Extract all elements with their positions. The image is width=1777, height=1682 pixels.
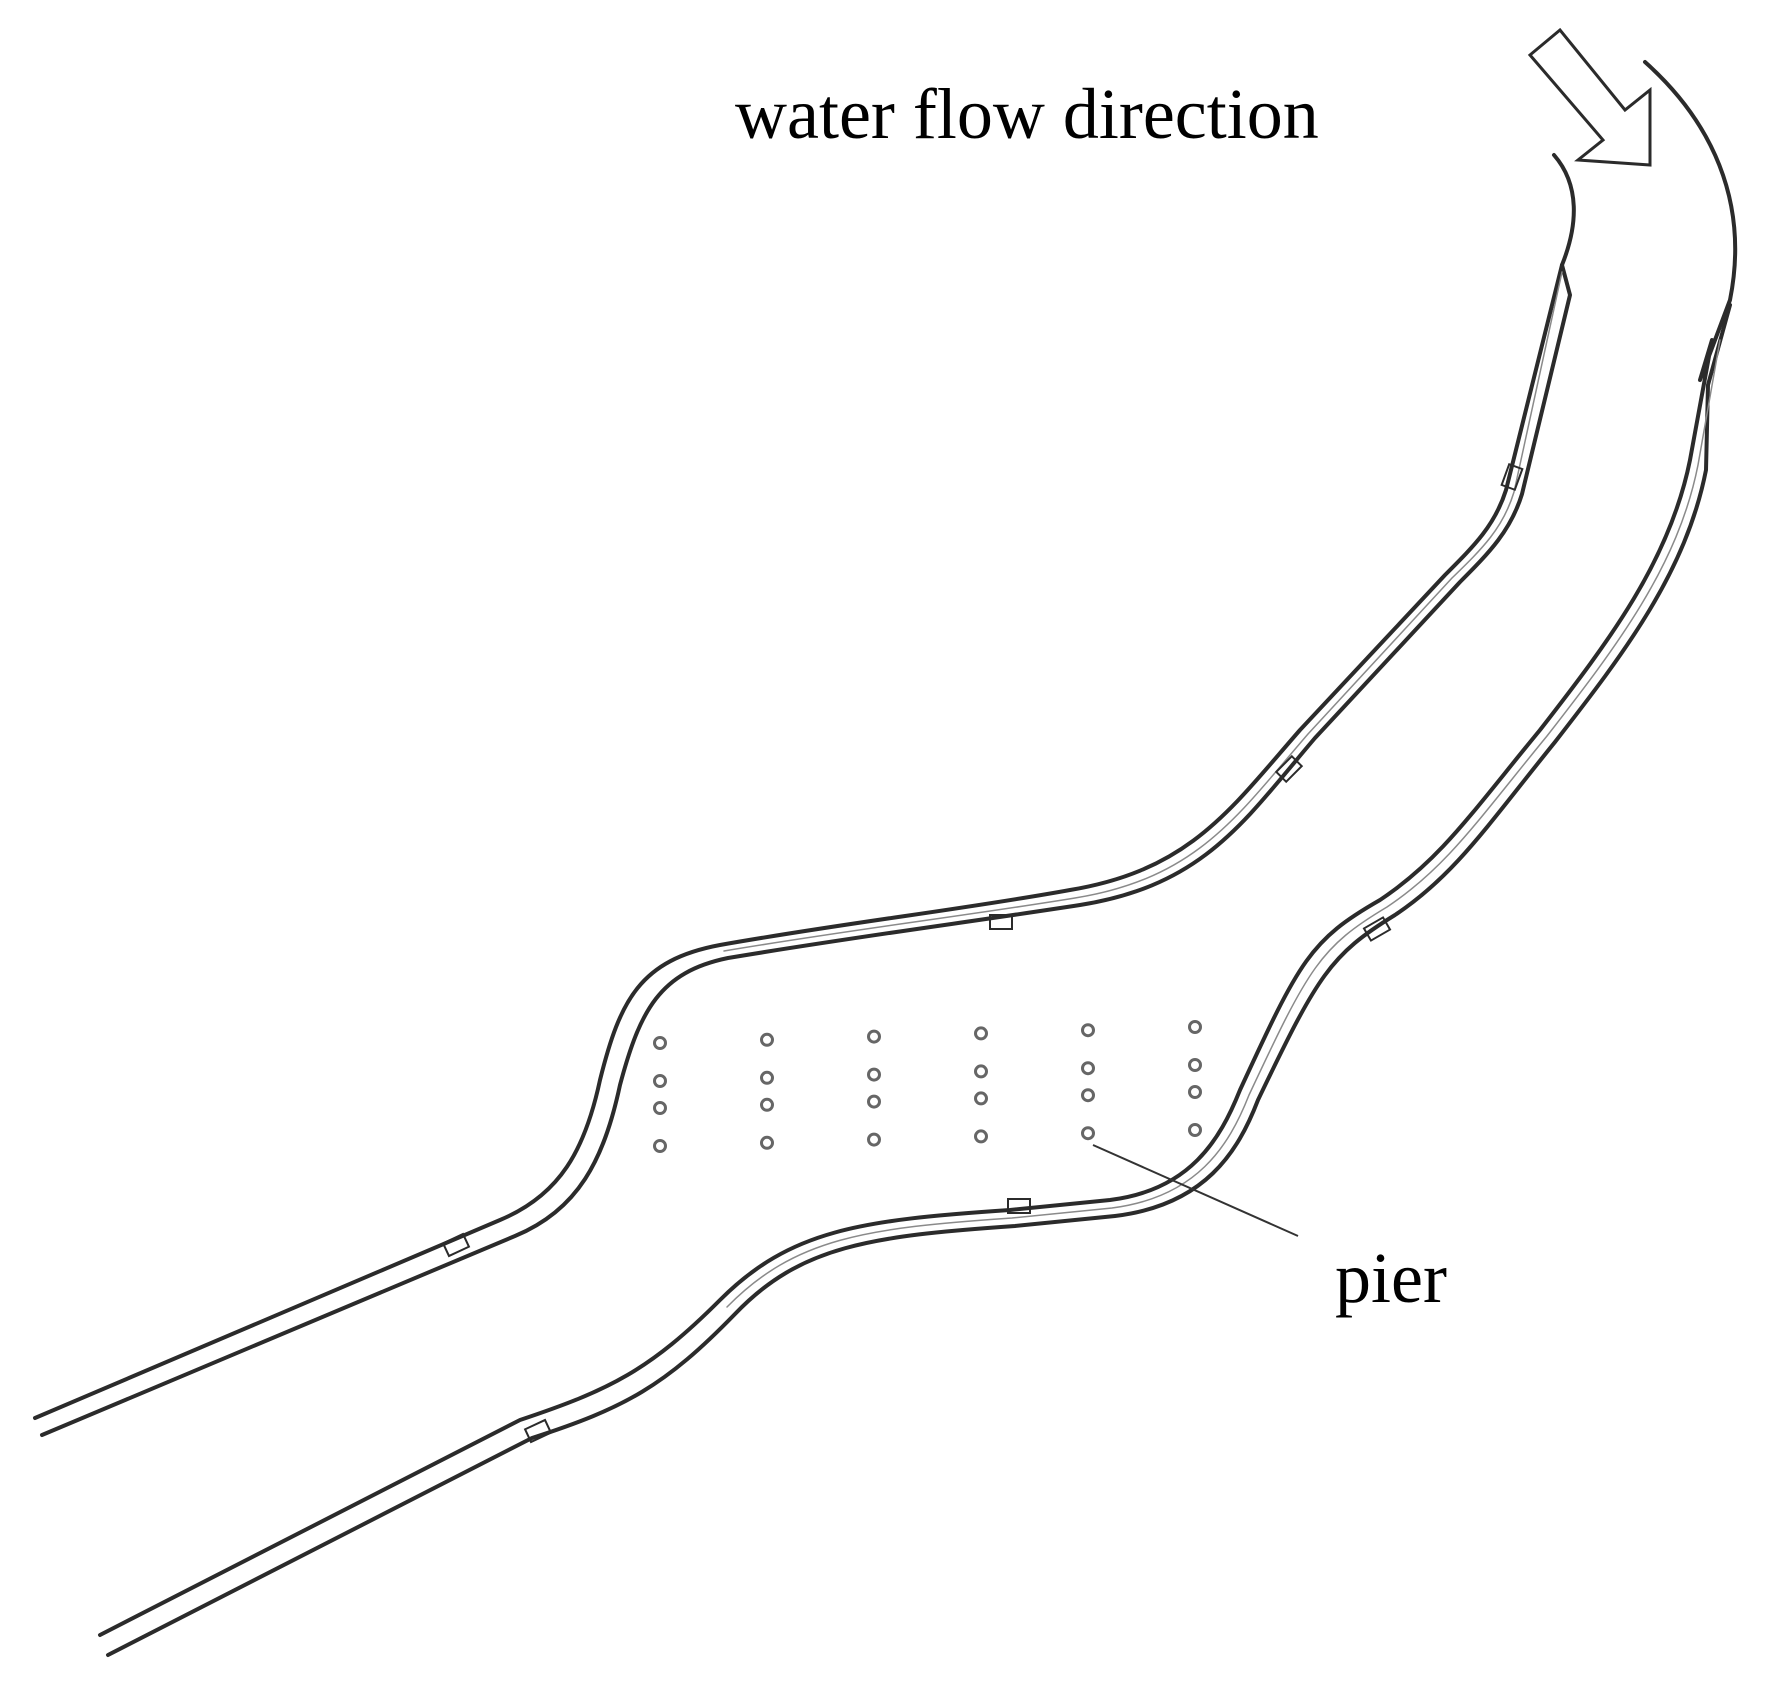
section-marker [441,1232,471,1258]
pier-1-3 [653,1101,667,1115]
pier-5-1 [1081,1023,1095,1038]
right-bank-middle-line [726,339,1721,1308]
left-bank-inner-line [40,263,1572,1437]
pier-4-1 [974,1026,988,1041]
section-marker [1362,916,1392,942]
flow-arrow-icon [1527,27,1652,167]
pier-1-2 [653,1074,667,1088]
pier-4-2 [974,1064,988,1079]
right-bank-inner-line [106,303,1732,1657]
pier-3-2 [867,1067,881,1082]
pier-5-4 [1081,1126,1095,1141]
flow-direction-label: water flow direction [735,74,1319,154]
pier-1-4 [653,1139,667,1153]
section-marker [523,1418,553,1444]
right-bank [98,60,1738,1657]
pier-6-1 [1188,1020,1202,1034]
section-marker [1274,754,1304,784]
pier-2-4 [760,1135,774,1150]
left-bank-middle-line [723,271,1563,952]
bank-section-markers [441,462,1524,1444]
pier-6-4 [1188,1123,1202,1137]
pier-3-1 [867,1029,881,1044]
right-bank-outer-line [98,60,1738,1637]
pier-3-3 [867,1094,881,1109]
pier-3-4 [867,1132,881,1147]
pier-leader-line [1092,1144,1299,1237]
pier-5-3 [1081,1088,1095,1103]
section-marker [989,914,1013,930]
pier-5-2 [1081,1061,1095,1076]
river-banks [33,60,1738,1657]
pier-2-2 [760,1070,774,1085]
pier-2-1 [760,1032,774,1047]
pier-1-1 [653,1036,667,1050]
pier-label: pier [1335,1238,1447,1318]
section-marker [1500,462,1524,492]
left-bank-outer-line [33,153,1576,1420]
pier-2-3 [760,1097,774,1112]
pier-grid [653,1020,1202,1153]
section-marker [1007,1198,1031,1214]
pier-4-3 [974,1091,988,1106]
left-bank [33,153,1576,1437]
pier-4-4 [974,1129,988,1144]
pier-6-2 [1188,1058,1202,1072]
pier-6-3 [1188,1085,1202,1099]
